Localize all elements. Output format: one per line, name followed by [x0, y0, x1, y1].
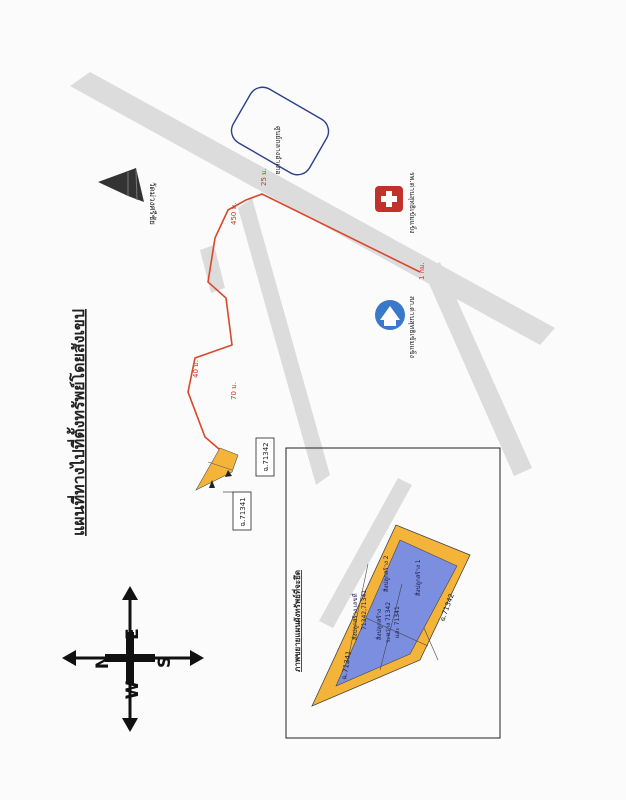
district-office-box [230, 86, 330, 176]
inset-title: ภาพขยายแผนผังทรัพย์ที่จะยึด [291, 570, 302, 672]
police-label: สภ.ด่านสุทธิเข้มแข็ง [408, 296, 417, 358]
property-marker [195, 447, 239, 491]
compass-w: W [123, 680, 143, 699]
road-network [70, 72, 555, 628]
distance-1km: 1 กม. [418, 262, 426, 280]
route-path [187, 193, 421, 456]
deed-label-71342: ฉ.71342 [255, 437, 275, 477]
map-title: แผนที่ทางไปที่ตั้งทรัพย์โดยสังเขป [66, 309, 88, 536]
inset-frame [285, 447, 501, 739]
plot-label-e: และ 71341 [394, 606, 401, 638]
distance-450m: 450 ม. [230, 203, 238, 225]
hospital-landmark: รพ.ด่านสุทธิเข้มแข็ง [375, 172, 417, 234]
arrow-north [122, 586, 138, 600]
plot-label-b: 71342,71341 [361, 590, 368, 630]
inset-building-area [335, 539, 458, 687]
inset-road [319, 478, 412, 628]
plot-label-c: สิ่งปลูกสร้าง [375, 609, 383, 640]
distance-70m: 70 ม. [230, 382, 238, 400]
deed-label-71341: ฉ.71341 [223, 491, 252, 531]
compass-s: S [155, 656, 175, 668]
inset-parcel: ฉ.71341 ฉ.71342 สิ่งปลูกสร้าง เลขที่ 713… [311, 524, 471, 707]
compass-e: E [123, 628, 143, 640]
temple-landmark: วัดม่วงศรีชัย [98, 168, 157, 225]
plot-label-g: สิ่งปลูกสร้าง 1 [414, 559, 422, 596]
police-landmark: สภ.ด่านสุทธิเข้มแข็ง [375, 296, 417, 358]
district-office-label: ศูนย์กลางอำเภอ [274, 126, 282, 175]
plot-label-a: สิ่งปลูกสร้าง เลขที่ [351, 593, 359, 640]
side-road-upper [238, 198, 330, 485]
side-road-lower [423, 262, 532, 476]
distance-25m: 25 ม. [260, 168, 268, 186]
compass-n: N [93, 655, 113, 669]
arrow-south [122, 718, 138, 732]
temple-icon [98, 168, 144, 202]
lane-road [200, 245, 225, 293]
arrow-east [190, 650, 204, 666]
district-office-landmark: ศูนย์กลางอำเภอ [230, 86, 330, 176]
svg-text:ฉ.71342: ฉ.71342 [262, 442, 270, 471]
distance-40m: 40 ม. [192, 360, 200, 378]
svg-text:ฉ.71341: ฉ.71341 [239, 497, 247, 526]
plot-label-f: สิ่งปลูกสร้าง 2 [382, 555, 390, 592]
hospital-label: รพ.ด่านสุทธิเข้มแข็ง [408, 172, 417, 234]
arrow-west [62, 650, 76, 666]
compass-rose: N S E W [62, 586, 204, 732]
temple-label: วัดม่วงศรีชัย [148, 182, 157, 225]
plot-label-d: ระหว่าง 71342 [385, 602, 392, 643]
property-parcel [195, 447, 239, 491]
main-road [70, 72, 555, 345]
